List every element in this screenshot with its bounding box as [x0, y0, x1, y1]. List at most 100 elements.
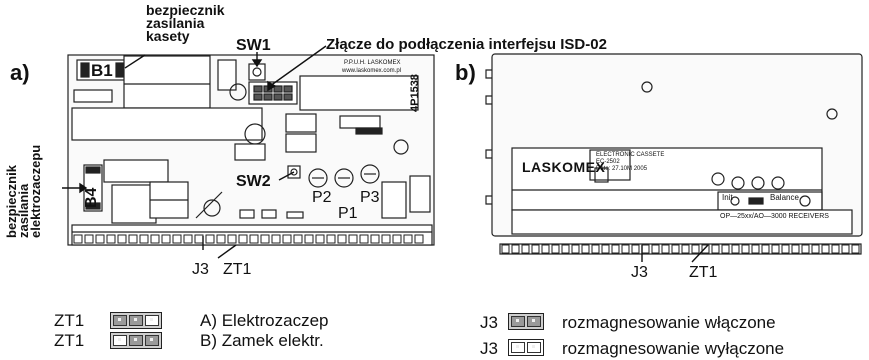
leader-lines-a [62, 45, 327, 259]
terminal-screw [73, 234, 83, 244]
terminal-screw [271, 234, 281, 244]
terminal-screw [337, 234, 347, 244]
fuse-lock-line: elektrozaczepu [28, 144, 43, 238]
board-code-label: 4P1538 [409, 74, 421, 112]
cassette-title-line: Date: 27.10M 2005 [596, 166, 648, 172]
terminal-screw [631, 244, 640, 254]
jumper-pin [511, 316, 525, 327]
cassette-title-line: EC-2502 [596, 159, 620, 165]
maker-web-label: www.laskomex.com.pl [342, 68, 402, 74]
terminal-strip-b [501, 244, 860, 254]
jumper-pin-open [527, 342, 541, 353]
p1-label: P1 [338, 205, 358, 222]
terminal-screw [731, 244, 740, 254]
fuse-lock-label: bezpiecznik zasilania elektrozaczepu [4, 144, 43, 238]
terminal-screw [183, 234, 193, 244]
terminal-screw [150, 234, 160, 244]
b1-label: B1 [91, 61, 113, 80]
terminal-screw [691, 244, 700, 254]
terminal-screw [238, 234, 248, 244]
terminal-screw [84, 234, 94, 244]
terminal-screw [521, 244, 530, 254]
terminal-screw [621, 244, 630, 254]
jumper-pin [129, 315, 143, 326]
panel-b-label: b) [455, 60, 476, 85]
terminal-screw [671, 244, 680, 254]
terminal-screw [781, 244, 790, 254]
terminal-screw [117, 234, 127, 244]
terminal-screw [304, 234, 314, 244]
terminal-screw [851, 244, 860, 254]
jumper-pin [145, 335, 159, 346]
terminal-screw [681, 244, 690, 254]
j3-label-b: J3 [631, 264, 648, 281]
j3-label-a: J3 [192, 261, 209, 278]
sw1-label: SW1 [236, 37, 271, 54]
fuse-cassette-line: bezpiecznik [146, 2, 225, 18]
jumper-pin-open [113, 335, 127, 346]
terminal-screw [348, 234, 358, 244]
jumper-zt1-a-icon [110, 312, 162, 329]
terminal-screw [205, 234, 215, 244]
b4-label: B4 [83, 187, 100, 208]
jumper-zt1-b-icon [110, 332, 162, 349]
terminal-screw [541, 244, 550, 254]
legend-j3-off-text: rozmagnesowanie wyłączone [562, 339, 785, 358]
terminal-screw [381, 234, 391, 244]
terminal-screw [841, 244, 850, 254]
p3-label: P3 [360, 189, 380, 206]
terminal-screw [601, 244, 610, 254]
terminal-screw [249, 234, 259, 244]
legend-zt1-b-name: ZT1 [54, 331, 85, 350]
zt1-label-a: ZT1 [223, 261, 252, 278]
terminal-screw [531, 244, 540, 254]
terminal-screw [701, 244, 710, 254]
board-b [485, 53, 863, 255]
legend-zt1-b-text: B) Zamek elektr. [200, 331, 324, 350]
terminal-screw [95, 234, 105, 244]
terminal-screw [161, 234, 171, 244]
terminal-screw [741, 244, 750, 254]
terminal-screw [106, 234, 116, 244]
jumper-pin-open [145, 315, 159, 326]
terminal-strip-a [73, 234, 424, 244]
terminal-screw [761, 244, 770, 254]
terminal-screw [641, 244, 650, 254]
terminal-screw [811, 244, 820, 254]
terminal-screw [216, 234, 226, 244]
balance-label: Balance [770, 193, 799, 202]
jumper-j3-off-icon [508, 339, 544, 356]
terminal-screw [414, 234, 424, 244]
terminal-screw [801, 244, 810, 254]
terminal-screw [315, 234, 325, 244]
leader-lines-b [641, 244, 709, 263]
jumper-pin [527, 316, 541, 327]
cassette-title-block: ELECTRONIC CASSETE EC-2502 Date: 27.10M … [596, 152, 664, 173]
fuse-cassette-line: kasety [146, 28, 190, 44]
terminal-screw [591, 244, 600, 254]
terminal-screw [359, 234, 369, 244]
terminal-screw [611, 244, 620, 254]
terminal-screw [561, 244, 570, 254]
sw2-label: SW2 [236, 173, 271, 190]
terminal-screw [711, 244, 720, 254]
legend-j3-on-name: J3 [480, 313, 498, 332]
terminal-screw [511, 244, 520, 254]
receivers-label: OP—25xx/AO—3000 RECEIVERS [720, 213, 829, 220]
terminal-screw [661, 244, 670, 254]
terminal-screw [581, 244, 590, 254]
terminal-screw [831, 244, 840, 254]
terminal-screw [282, 234, 292, 244]
fuse-cassette-line: zasilania [146, 15, 205, 31]
terminal-screw [821, 244, 830, 254]
laskomex-logo: LASKOMEX [522, 159, 606, 175]
terminal-screw [293, 234, 303, 244]
p2-label: P2 [312, 189, 332, 206]
terminal-screw [791, 244, 800, 254]
jumper-pin-open [511, 342, 525, 353]
legend-j3-on-text: rozmagnesowanie włączone [562, 313, 776, 332]
board-a [67, 54, 435, 246]
jumper-pin [113, 315, 127, 326]
terminal-screw [370, 234, 380, 244]
